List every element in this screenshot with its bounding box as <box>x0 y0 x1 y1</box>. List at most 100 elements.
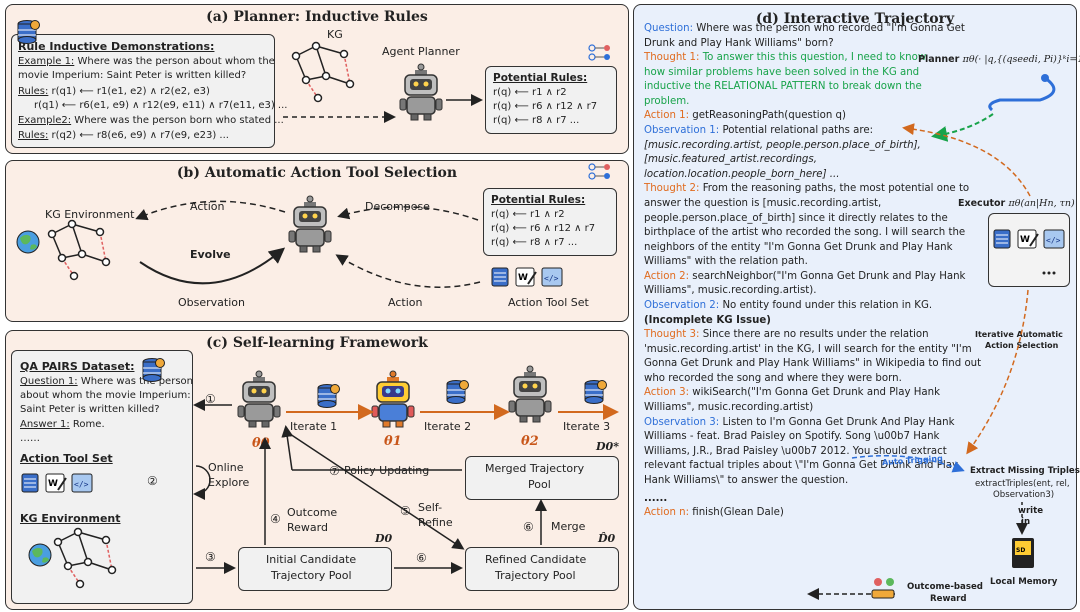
arrow-iterative-selection <box>966 289 1029 455</box>
step-6b: ⑥ <box>523 520 534 534</box>
action-bottom-label: Action <box>388 296 423 309</box>
theta-1-label: θ1 <box>384 434 402 449</box>
outcome-based-label: Outcome-based <box>907 582 983 592</box>
refined-pool-label2: Trajectory Pool <box>495 569 576 582</box>
thought3-label: Thought 3: <box>644 329 700 341</box>
thought3-text: Since there are no results under the rel… <box>644 329 982 384</box>
planner-formula: πθ(· |q,{(qseedi, Pi)}ᵏi=1) <box>962 54 1080 65</box>
action-top-label: Action <box>190 200 225 213</box>
initial-pool-label2: Trajectory Pool <box>271 569 352 582</box>
demo-title: Rule Inductive Demonstrations: <box>18 40 215 53</box>
example2-label: Example2: <box>18 115 72 126</box>
extract-fn2: Observation3) <box>993 490 1055 500</box>
tool-selection-title: (b) Automatic Action Tool Selection <box>176 165 458 181</box>
example2-text: Where was the person born who stated ... <box>71 115 284 126</box>
arrow-auto-trigging <box>851 454 965 473</box>
example2: Example2: Where was the person born who … <box>18 115 284 128</box>
trajectory-title: (d) Interactive Trajectory <box>755 11 955 27</box>
arrow-action-bottom <box>335 254 481 288</box>
answer-label: Answer 1: <box>20 419 70 430</box>
reward-icon <box>871 578 895 599</box>
arrow-decompose <box>337 206 479 221</box>
panel-trajectory: (d) Interactive Trajectory <box>633 4 1077 610</box>
rules1-label: Rules: <box>18 86 49 97</box>
thought1-text: To answer this this question, I need to … <box>644 52 927 107</box>
action2-text: searchNeighbor("I'm Gonna Get Drunk and … <box>644 270 966 297</box>
iterative-label1: Iterative Automatic <box>975 330 1063 339</box>
svg-text:SD: SD <box>1016 547 1025 554</box>
arrow-explore <box>193 465 211 500</box>
executor-tools-box <box>988 213 1070 287</box>
network-icon-b <box>588 163 610 180</box>
refined-pool-label1: Refined Candidate <box>485 553 587 566</box>
example1: Example 1: Where was the person about wh… <box>18 56 275 69</box>
executor-tools-icons <box>993 229 1065 249</box>
iterate-1-label: Iterate 1 <box>290 420 338 433</box>
d0-hat-label: D̂0 <box>598 532 616 545</box>
arrow-planner-to-thought <box>931 113 994 142</box>
rules2-line: r(q2) ⟵ r8(e6, e9) ∧ r7(e9, e23) ... <box>48 130 229 141</box>
tool-set-icons-b <box>491 267 563 287</box>
example1-text1: Where was the person about whom the <box>74 56 275 67</box>
action-tool-set-label: Action Tool Set <box>508 296 589 309</box>
answer-text: Rome. <box>69 419 105 430</box>
online-label: Online <box>208 461 244 474</box>
robot-theta0-icon <box>237 370 281 428</box>
action3-text: wikiSearch("I'm Gonna Get Drunk and Play… <box>644 387 940 414</box>
self-label: Self- <box>418 501 443 514</box>
kg-env-title: KG Environment <box>20 512 121 525</box>
obs1-label: Observation 1: <box>644 125 720 137</box>
action1-text: getReasoningPath(question q) <box>689 110 846 122</box>
agent-planner-robot-icon <box>399 63 443 121</box>
potential-rules-title-b: Potential Rules: <box>491 194 586 206</box>
planner-path-icon <box>988 76 1056 112</box>
actionn-label: Action n: <box>644 507 690 519</box>
planner-label-d: Planner <box>918 54 960 65</box>
explore-label: Explore <box>208 476 250 489</box>
d0-label: D0 <box>375 532 393 545</box>
step-3: ③ <box>205 550 216 564</box>
iterative-label2: Action Selection <box>985 341 1059 350</box>
refine-label: Refine <box>418 516 453 529</box>
potential-rules-box-b <box>483 188 617 256</box>
planner-title: (a) Planner: Inductive Rules <box>206 9 428 25</box>
incomplete-kg-issue: (Incomplete KG Issue) <box>644 314 771 326</box>
action1-label: Action 1: <box>644 110 690 122</box>
thought1-label: Thought 1: <box>644 52 700 64</box>
arrow-action-to-kg <box>135 200 286 221</box>
reward-label: Reward <box>287 521 328 534</box>
globe-icon-b <box>16 230 40 254</box>
robot-theta1-icon <box>371 370 415 428</box>
executor-formula-label: Executor πθ(an|Hn, τn) <box>958 198 1075 210</box>
local-memory-label: Local Memory <box>990 577 1058 587</box>
question-text3: Saint Peter is written killed? <box>20 404 160 415</box>
question-label-d: Question: <box>644 23 693 34</box>
arrow-observation <box>139 247 286 285</box>
step-1: ① <box>205 392 216 406</box>
potential-rules-box-a <box>485 66 617 134</box>
database-icon-c <box>142 358 165 382</box>
rules1-line1: r(q1) ⟵ r1(e1, e2) ∧ r2(e2, e3) <box>48 86 210 97</box>
kg-environment-label: KG Environment <box>45 208 135 221</box>
network-icon-a <box>588 44 610 61</box>
database-icon-a <box>17 20 40 44</box>
executor-robot-icon-b <box>288 195 332 253</box>
obs1-text: Potential relational paths are: <box>719 125 874 137</box>
potential-rules-title-a: Potential Rules: <box>493 72 588 84</box>
obs1-paths: [music.recording.artist, people.person.p… <box>644 139 921 180</box>
rules2: Rules: r(q2) ⟵ r8(e6, e9) ∧ r7(e9, e23) … <box>18 130 229 143</box>
demonstrations-box <box>11 34 275 148</box>
planner-formula-label: Planner πθ(· |q,{(qseedi, Pi)}ᵏi=1) <box>918 54 1080 66</box>
obs3-text: Listen to I'm Gonna Get Drunk And Play H… <box>644 416 958 486</box>
actionn-text: finish(Glean Dale) <box>689 507 784 519</box>
outcome-reward-label: Reward <box>930 594 967 604</box>
arrow-policy-to-theta <box>281 425 294 471</box>
thought2-label: Thought 2: <box>644 183 700 195</box>
database-icon-iter1 <box>317 384 340 408</box>
arrow-executor-to-action <box>902 123 1031 197</box>
merge-label: Merge <box>551 520 586 533</box>
agent-planner-label: Agent Planner <box>382 45 460 58</box>
database-icon-iter3 <box>584 380 607 404</box>
local-memory-icon: SD <box>1012 538 1034 568</box>
